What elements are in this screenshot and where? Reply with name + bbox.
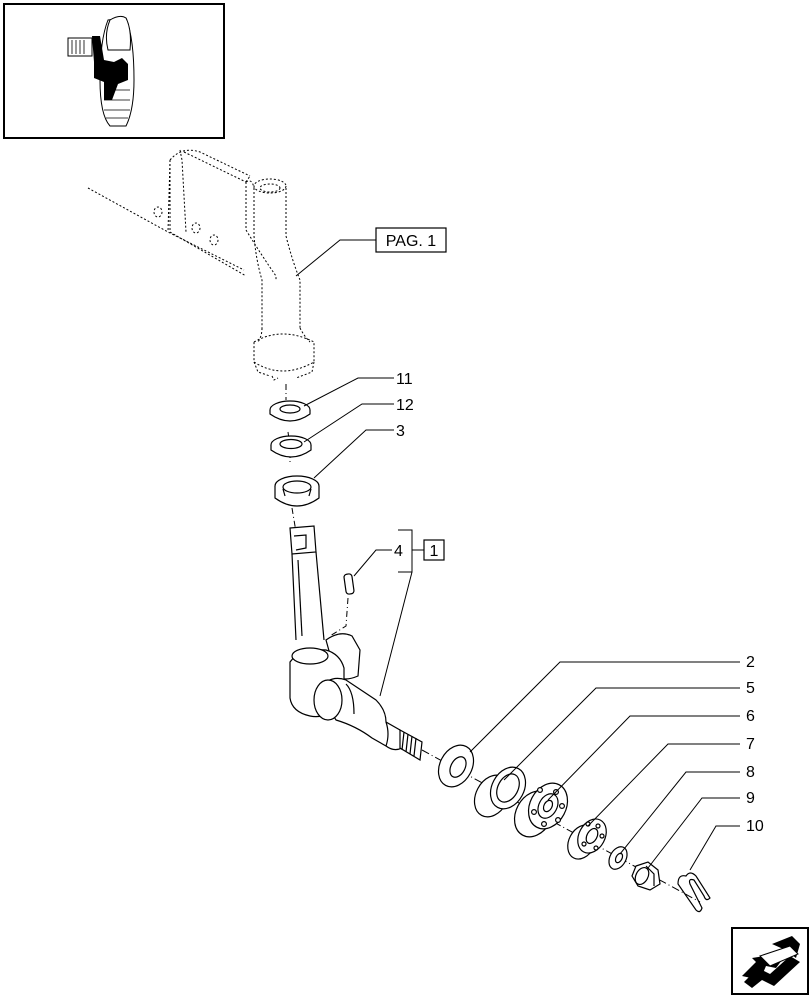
cotter-pin-10 [677, 872, 711, 913]
tractor-front-axle-thumbnail-icon [3, 3, 225, 139]
callout-5: 5 [746, 680, 755, 697]
seal-cup-3 [274, 475, 320, 507]
callout-6: 6 [746, 708, 755, 725]
nut-9 [631, 861, 661, 891]
reference-leader: PAG. 1 [295, 227, 447, 277]
axle-housing [87, 149, 315, 381]
callout-12: 12 [396, 397, 414, 414]
callout-4: 4 [394, 543, 403, 560]
washer-8 [608, 846, 628, 870]
seal-5 [473, 766, 527, 818]
group-label-box [423, 539, 445, 561]
pin-4 [343, 573, 355, 595]
callout-3: 3 [396, 423, 405, 440]
callout-9: 9 [746, 790, 755, 807]
leader-lines [303, 377, 740, 871]
pin-centerline [329, 597, 349, 637]
callout-11: 11 [396, 371, 413, 388]
callout-10: 10 [746, 818, 764, 835]
steering-spindle [289, 525, 423, 761]
next-page-arrow-icon[interactable] [731, 927, 809, 995]
callout-2: 2 [746, 654, 755, 671]
reference-page-label: PAG. 1 [386, 233, 436, 250]
washer-11 [269, 400, 311, 422]
callout-8: 8 [746, 764, 755, 781]
group-label: 1 [430, 543, 439, 560]
bearing-6 [513, 782, 569, 838]
bearing-7 [567, 818, 607, 860]
callout-7: 7 [746, 736, 755, 753]
washer-2 [437, 744, 475, 788]
washer-12 [270, 435, 312, 458]
